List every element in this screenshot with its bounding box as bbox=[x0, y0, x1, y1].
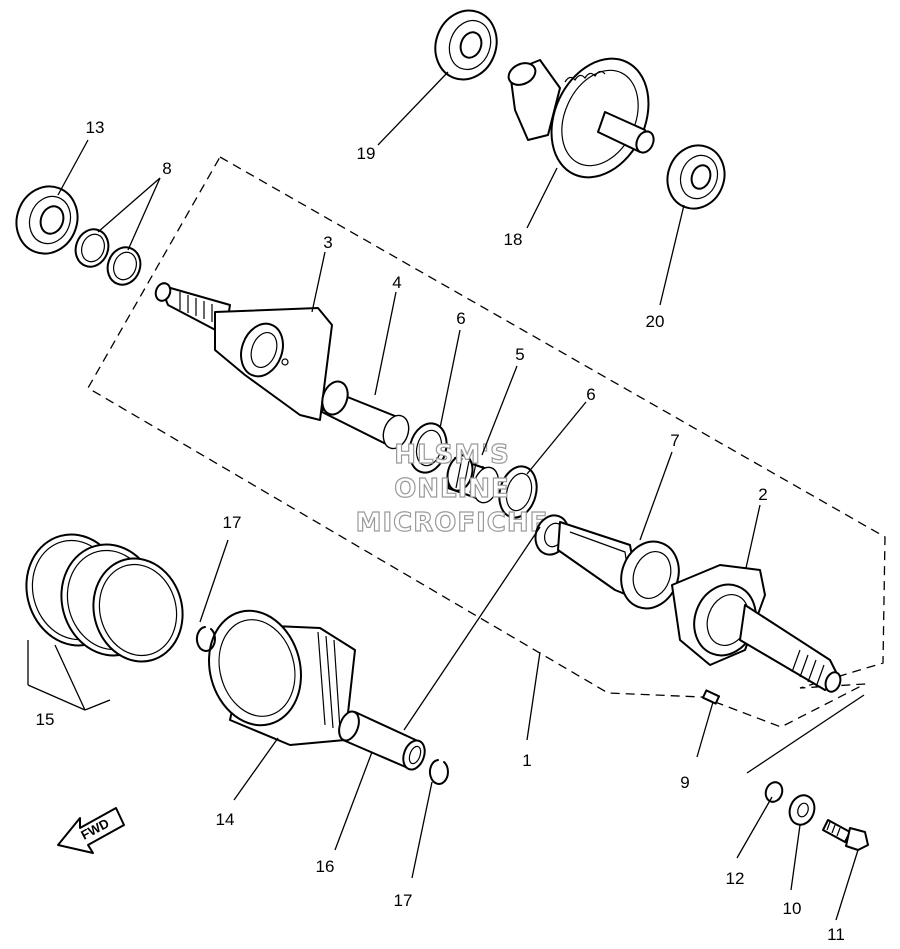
callout-numbers: 1 2 3 4 5 6 6 7 8 9 10 11 12 13 14 15 16… bbox=[36, 118, 845, 944]
watermark-line-2: ONLINE bbox=[394, 474, 510, 504]
callout-6-upper: 6 bbox=[456, 309, 465, 328]
part-6-washer-upper bbox=[408, 422, 448, 474]
part-18-balancer-shaft bbox=[507, 57, 655, 179]
callout-11: 11 bbox=[827, 925, 845, 944]
callout-8: 8 bbox=[162, 159, 171, 178]
part-12-o-ring bbox=[764, 781, 784, 803]
part-6-washer-lower bbox=[498, 465, 538, 519]
part-4-crank-pin bbox=[321, 380, 410, 450]
part-8-shims bbox=[74, 228, 142, 286]
callout-16: 16 bbox=[316, 857, 335, 876]
part-2-crankshaft-right bbox=[671, 564, 842, 693]
callout-14: 14 bbox=[216, 810, 235, 829]
callout-15: 15 bbox=[36, 710, 55, 729]
callout-6-lower: 6 bbox=[586, 385, 595, 404]
callout-5: 5 bbox=[515, 345, 524, 364]
callout-1: 1 bbox=[522, 751, 531, 770]
callout-3: 3 bbox=[323, 233, 332, 252]
part-5-needle-bearing bbox=[446, 454, 500, 504]
callout-17-lower: 17 bbox=[394, 891, 413, 910]
part-15-piston-rings bbox=[25, 533, 184, 663]
callout-20: 20 bbox=[646, 312, 665, 331]
watermark-line-3: MICROFICHE bbox=[356, 508, 549, 538]
part-14-piston bbox=[208, 609, 356, 746]
part-10-washer bbox=[788, 794, 816, 826]
part-20-bearing bbox=[666, 144, 726, 210]
fwd-arrow-icon: FWD bbox=[57, 807, 125, 854]
callout-13: 13 bbox=[86, 118, 105, 137]
callout-9: 9 bbox=[680, 773, 689, 792]
part-16-piston-pin bbox=[338, 710, 426, 771]
part-11-bolt bbox=[822, 819, 869, 851]
part-9-woodruff-key bbox=[701, 689, 721, 705]
leader-lines bbox=[27, 71, 865, 921]
callout-18: 18 bbox=[504, 230, 523, 249]
part-17-circlip-left bbox=[195, 626, 216, 652]
part-7-connecting-rod bbox=[534, 514, 680, 610]
callout-17-upper: 17 bbox=[223, 513, 242, 532]
watermark: HLSM'S ONLINE MICROFICHE bbox=[355, 439, 549, 538]
callout-10: 10 bbox=[783, 899, 802, 918]
watermark-line-1: HLSM'S bbox=[394, 440, 510, 470]
callout-4: 4 bbox=[392, 273, 401, 292]
part-3-crankshaft-left bbox=[154, 282, 333, 421]
part-13-bearing bbox=[15, 185, 79, 255]
part-17-circlip-right bbox=[428, 759, 449, 785]
crankshaft-assembly-boundary bbox=[87, 156, 886, 728]
callout-2: 2 bbox=[758, 485, 767, 504]
part-19-bearing bbox=[434, 9, 498, 81]
callout-12: 12 bbox=[726, 869, 745, 888]
callout-19: 19 bbox=[357, 144, 376, 163]
callout-7: 7 bbox=[670, 431, 679, 450]
